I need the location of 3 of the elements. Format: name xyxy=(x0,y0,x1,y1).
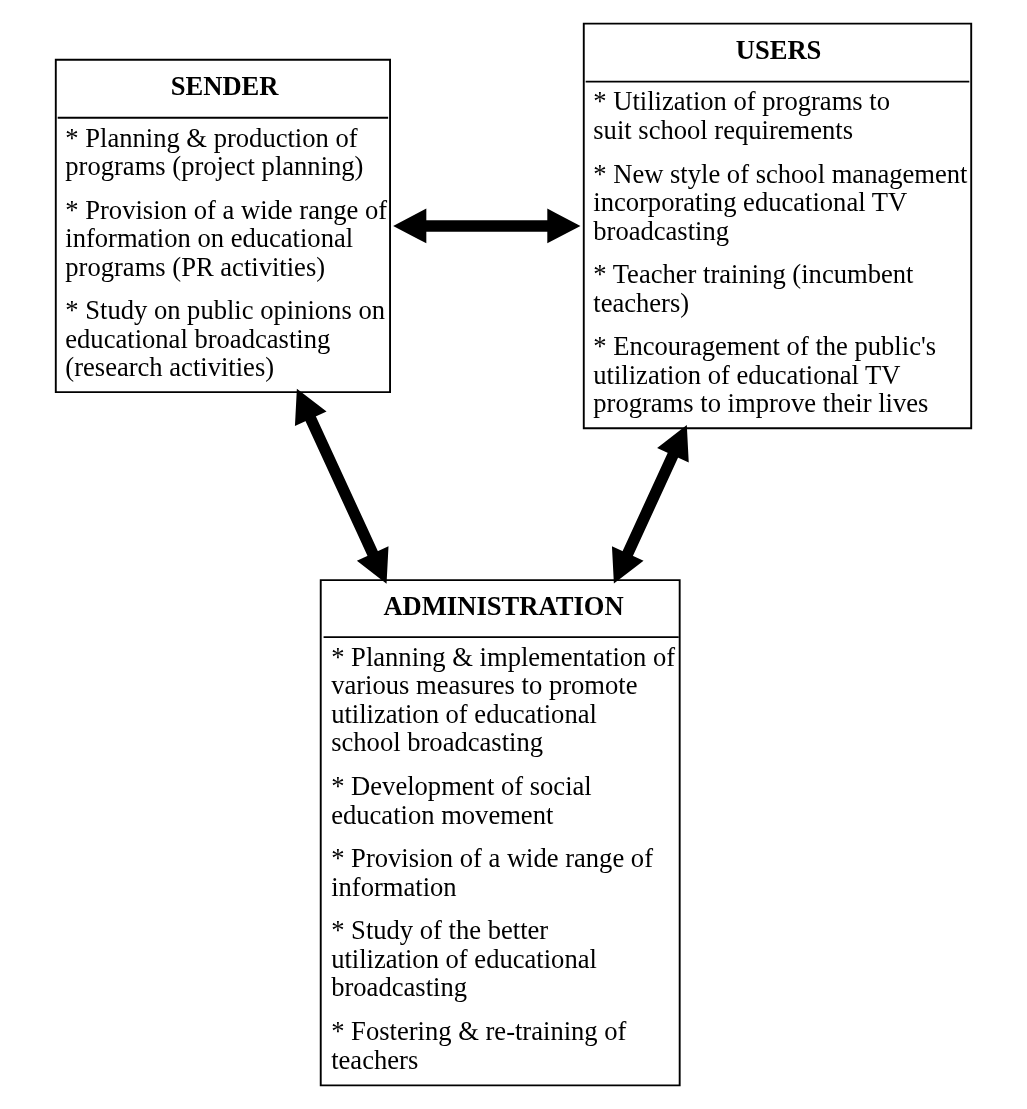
arrow xyxy=(611,425,689,584)
arrow xyxy=(393,208,581,244)
arrow xyxy=(294,388,389,584)
